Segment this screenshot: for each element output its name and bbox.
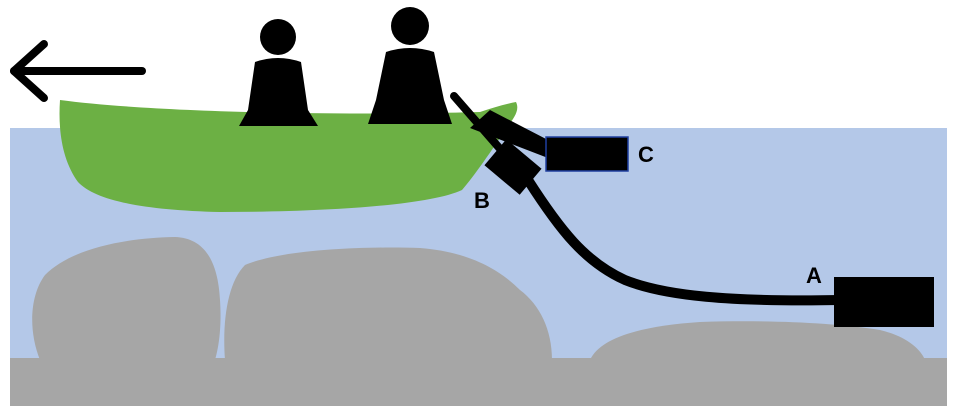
arm-to-transducer-c bbox=[470, 110, 548, 158]
arrow-left-icon bbox=[10, 40, 146, 102]
person-icon bbox=[368, 7, 452, 124]
rock-left bbox=[32, 237, 221, 360]
label-b: B bbox=[474, 188, 490, 213]
label-a: A bbox=[806, 263, 822, 288]
seabed-floor bbox=[10, 358, 947, 406]
towed-device-a bbox=[834, 277, 934, 327]
transducer-c bbox=[545, 136, 629, 172]
label-c: C bbox=[638, 142, 654, 167]
rock-middle bbox=[224, 247, 552, 360]
person-icon bbox=[239, 19, 318, 126]
boat-hull bbox=[59, 100, 518, 212]
rock-right bbox=[590, 321, 925, 360]
transducer-b bbox=[484, 139, 542, 195]
tow-cable bbox=[523, 175, 845, 306]
